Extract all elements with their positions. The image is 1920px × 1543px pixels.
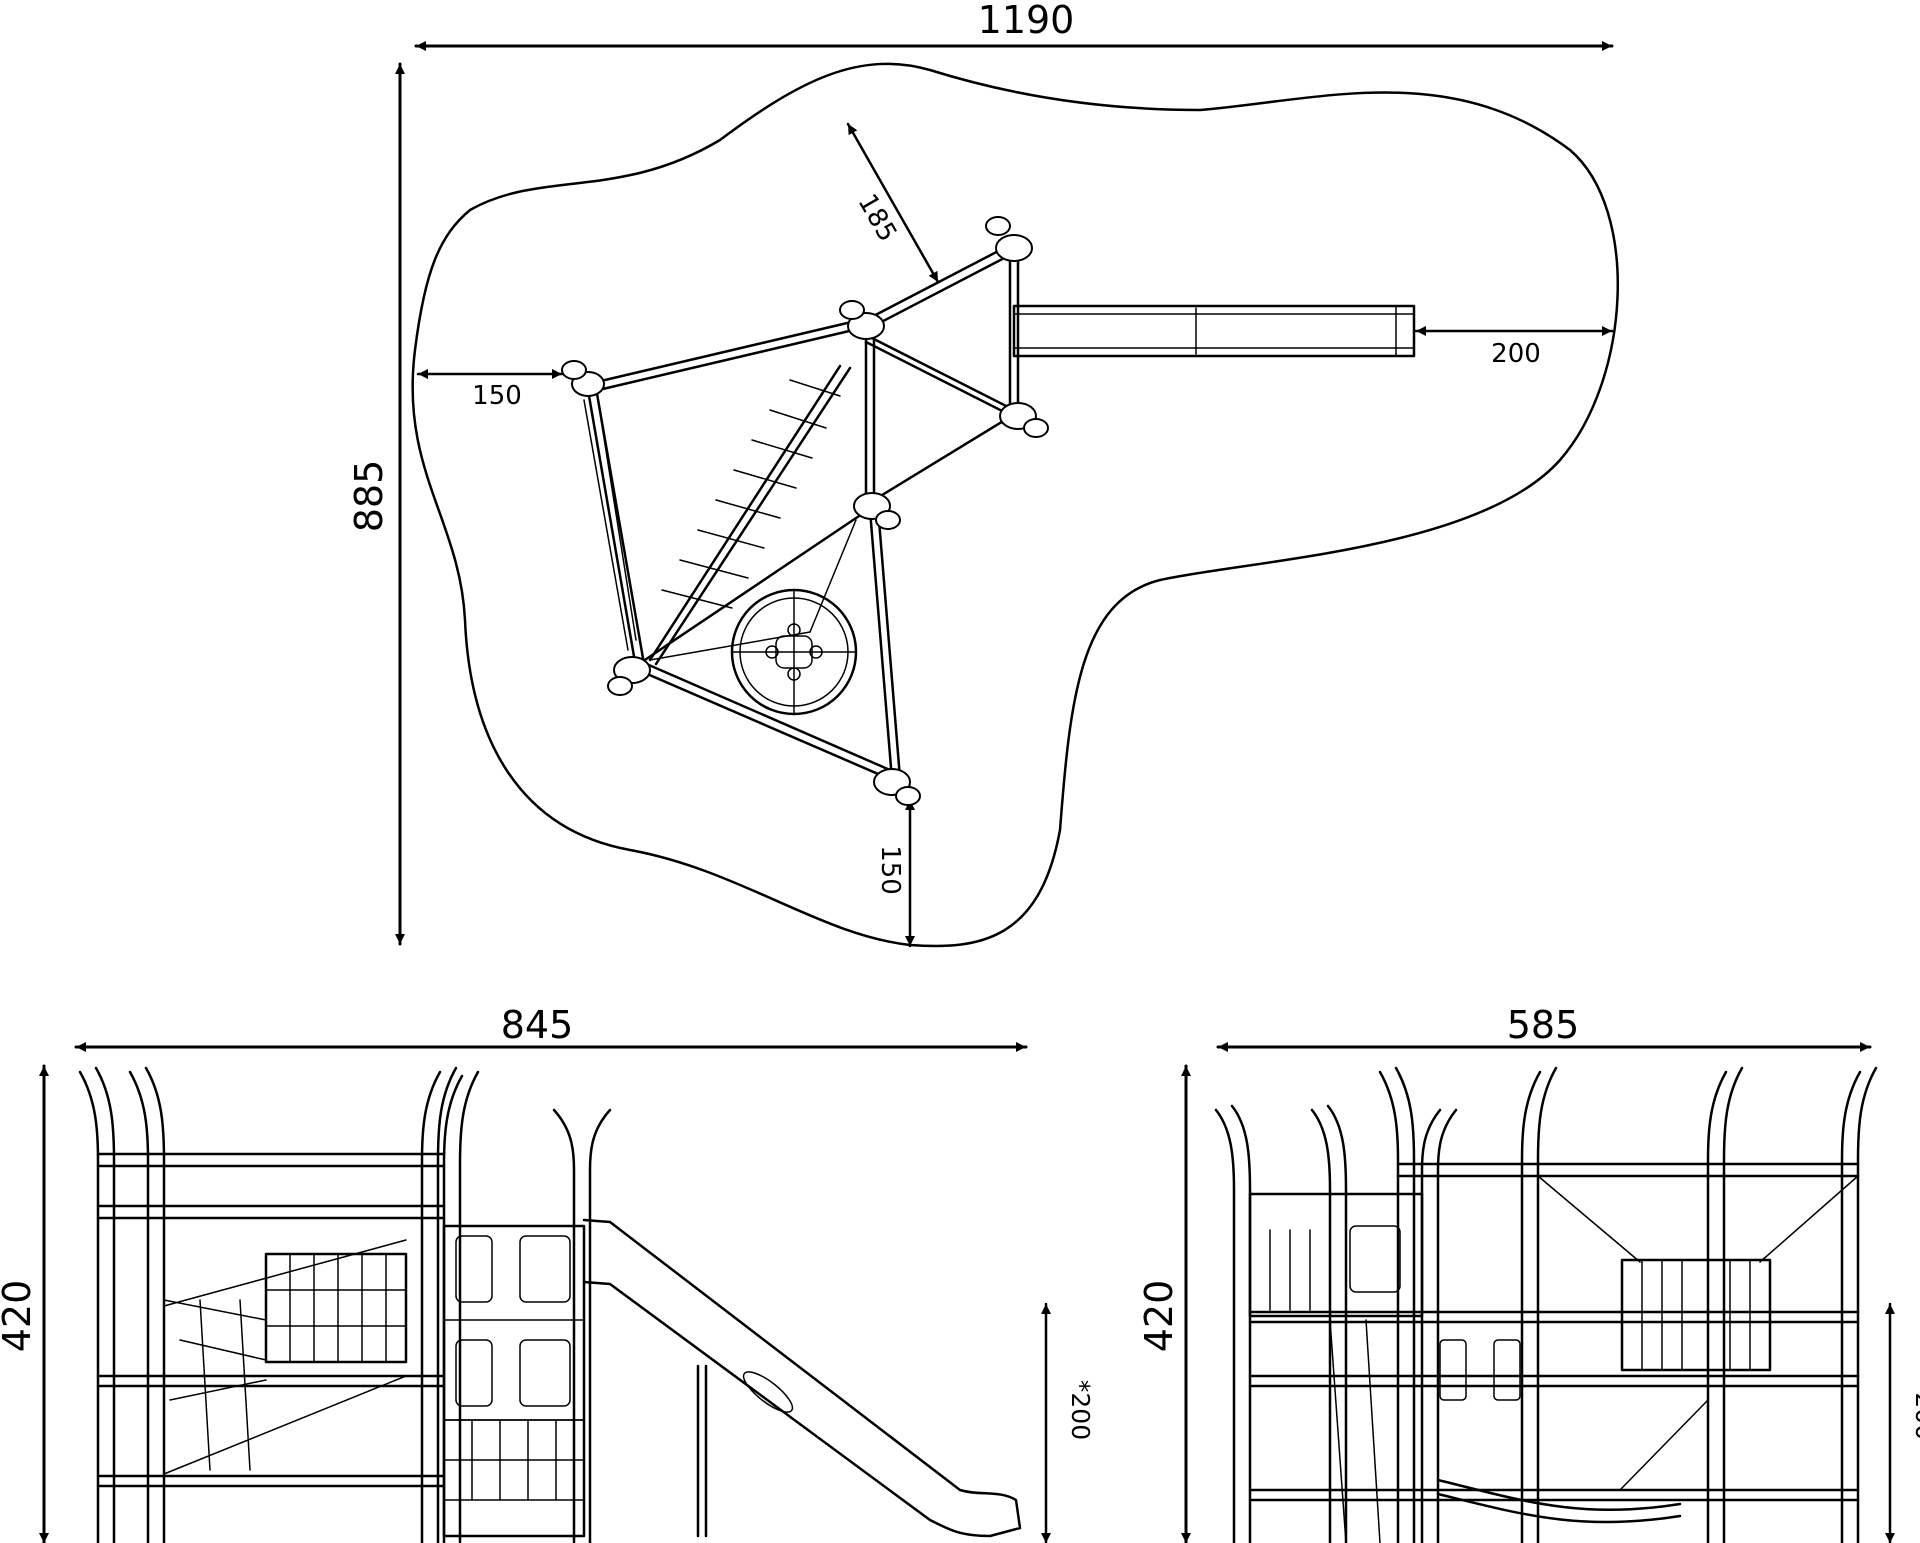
dim-label-side-width: 585 xyxy=(1507,1003,1580,1047)
dim-label-front-width: 845 xyxy=(501,1003,574,1047)
dim-label-plan-depth: 885 xyxy=(347,460,391,533)
dim-label-plan-width: 1190 xyxy=(978,0,1075,42)
plan-slide xyxy=(1012,304,1416,358)
front-view: 845 420 *200 xyxy=(0,1003,1095,1543)
dim-label-clearance-left: 150 xyxy=(472,381,522,411)
dim-label-clearance-right: 200 xyxy=(1491,339,1541,369)
front-slide xyxy=(582,1218,1022,1538)
dim-label-front-height: 420 xyxy=(0,1280,39,1353)
plan-view: 1190 885 185 150 200 150 xyxy=(347,0,1619,948)
dim-label-clearance-bottom: 150 xyxy=(875,845,905,895)
safety-zone-outline xyxy=(411,62,1619,948)
front-structure xyxy=(78,1066,1022,1543)
side-rope-bridge xyxy=(1436,1478,1682,1512)
dim-label-clearance-top: 185 xyxy=(852,189,903,247)
side-net-box xyxy=(1620,1258,1772,1372)
front-climbing-panel xyxy=(442,1224,586,1538)
plan-structure xyxy=(561,216,1416,806)
dim-label-side-height: 420 xyxy=(1137,1280,1181,1353)
dim-line-clearance-top xyxy=(846,122,940,284)
side-view: 585 420 *200 xyxy=(1137,1003,1920,1543)
side-structure xyxy=(1214,1066,1878,1543)
dim-label-side-platform: *200 xyxy=(1910,1380,1920,1440)
dim-label-front-platform: *200 xyxy=(1066,1380,1095,1440)
